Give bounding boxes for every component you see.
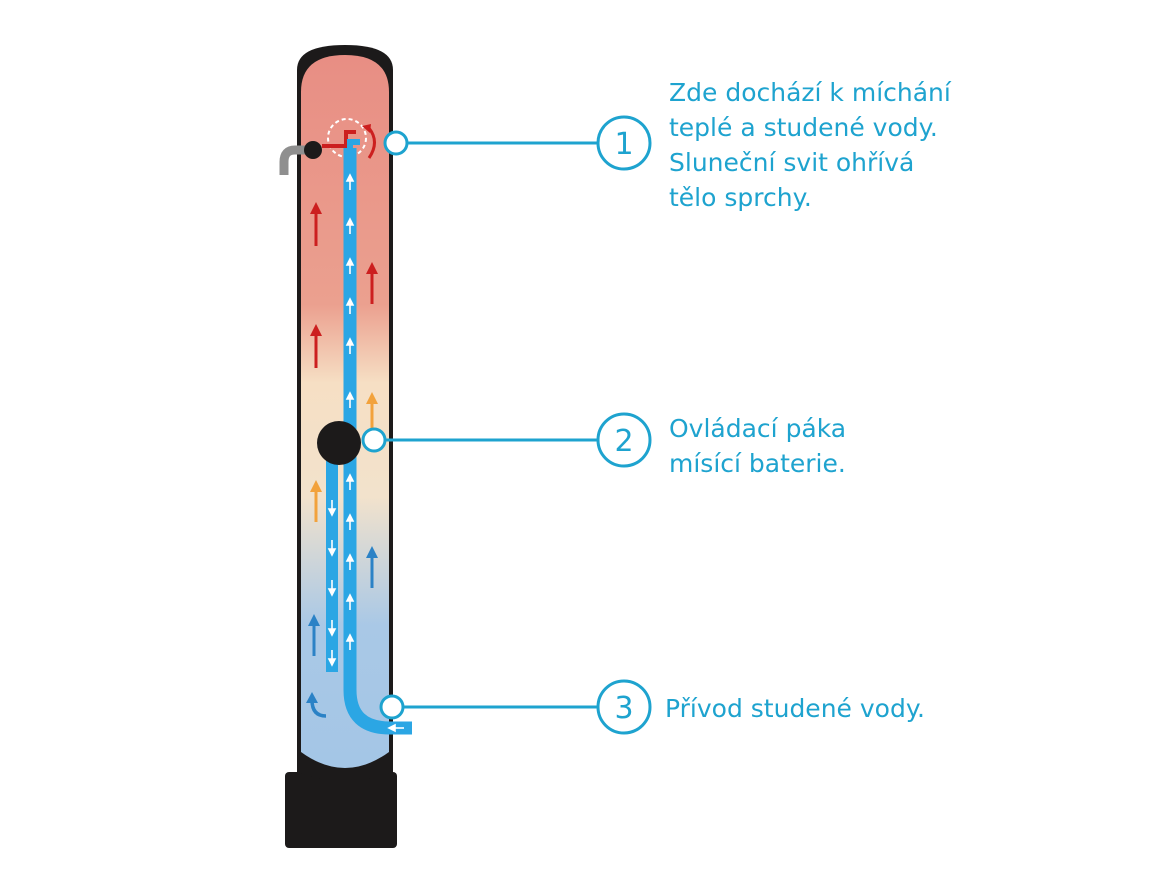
hot-water-arrows: [310, 202, 378, 368]
callout-1-description: Zde dochází k míchání teplé a studené vo…: [669, 75, 951, 215]
callout-3-description: Přívod studené vody.: [665, 691, 925, 726]
callout-number-2: 2: [614, 424, 633, 459]
faucet-knob: [304, 141, 322, 159]
mixer-lever-knob: [317, 421, 361, 465]
mixer-inlet-pipe: [347, 139, 360, 150]
callout-number-3: 3: [614, 691, 633, 726]
mixing-swirl-arrow: [367, 127, 376, 159]
hot-outlet-pipe: [322, 130, 356, 148]
callout-connector-1: [383, 130, 597, 156]
callout-3-line-1: Přívod studené vody.: [665, 694, 925, 723]
callout-1-line-4: tělo sprchy.: [669, 183, 812, 212]
pipe-flow-arrows-down: [327, 500, 337, 667]
pipe-flow-arrows-up: [345, 173, 355, 650]
cold-water-arrows: [308, 546, 378, 656]
callout-2-description: Ovládací páka mísící baterie.: [669, 411, 846, 481]
callout-2-line-1: Ovládací páka: [669, 414, 847, 443]
callout-connector-3: [379, 694, 597, 720]
callout-2-line-2: mísící baterie.: [669, 449, 846, 478]
callout-number-1: 1: [614, 127, 633, 162]
inlet-flow-arrow: [387, 723, 404, 733]
callout-badge-2: 2: [596, 412, 652, 468]
mixing-swirl-arrowhead: [362, 124, 371, 133]
callout-1-line-2: teplé a studené vody.: [669, 113, 938, 142]
callout-connector-2: [361, 427, 597, 453]
warm-water-arrows: [310, 392, 378, 522]
bottom-swirl-arrow: [306, 692, 327, 718]
callout-1-line-1: Zde dochází k míchání: [669, 78, 951, 107]
callout-1-line-3: Sluneční svit ohřívá: [669, 148, 915, 177]
callout-badge-1: 1: [596, 115, 652, 171]
shower-hose: [279, 145, 314, 175]
shower-base: [285, 772, 397, 848]
callout-badge-3: 3: [596, 679, 652, 735]
